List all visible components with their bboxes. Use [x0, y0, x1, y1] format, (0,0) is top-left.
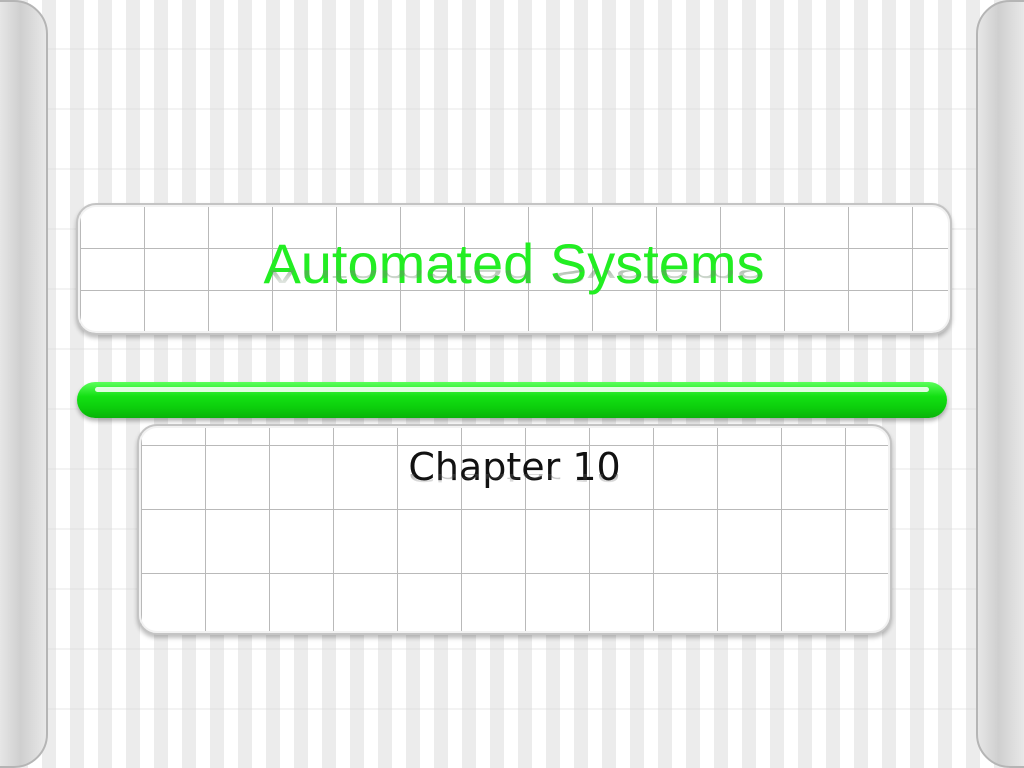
slide-title-area: Automated Systems Automated Systems: [76, 232, 952, 326]
right-decorative-rail: [976, 0, 1024, 768]
slide-title-reflection: Automated Systems: [263, 255, 765, 290]
left-decorative-rail: [0, 0, 48, 768]
slide-subtitle: Chapter 10: [408, 445, 621, 489]
accent-bar-highlight: [95, 387, 929, 392]
title-grid-panel: [76, 203, 952, 335]
accent-divider-bar: [77, 382, 947, 418]
slide-title: Automated Systems: [263, 232, 765, 295]
slide-subtitle-area: Chapter 10 Chapter 10: [137, 443, 892, 513]
slide-subtitle-reflection: Chapter 10: [408, 464, 621, 486]
subtitle-grid-panel: [137, 424, 892, 635]
